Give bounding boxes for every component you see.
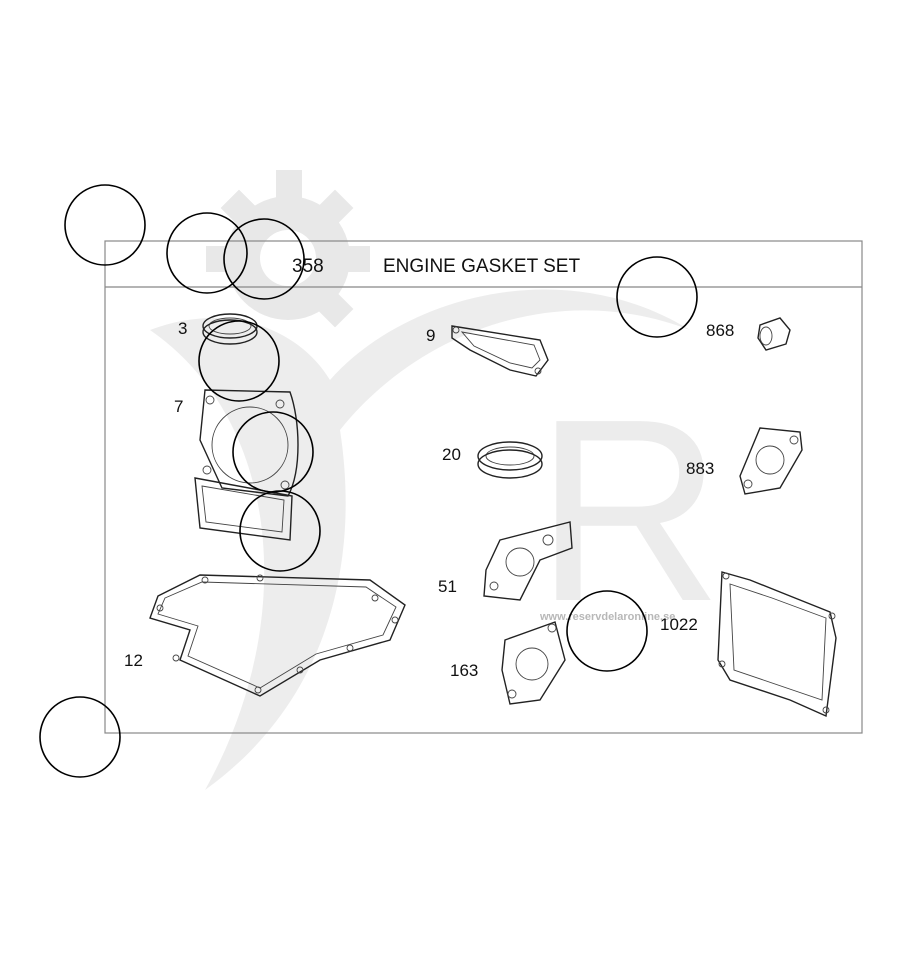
part-868-grommet <box>757 317 791 351</box>
annotation-circle <box>239 490 321 572</box>
part-label-12: 12 <box>124 651 143 670</box>
part-label-163: 163 <box>450 661 478 680</box>
annotation-circle <box>566 590 648 672</box>
annotation-circle <box>616 256 698 338</box>
part-883-gasket <box>739 427 803 495</box>
annotation-circle <box>198 320 280 402</box>
part-label-9: 9 <box>426 326 435 345</box>
part-12-crankcase-gasket <box>149 574 406 697</box>
part-label-3: 3 <box>178 319 187 338</box>
part-51-gasket <box>483 521 573 601</box>
diagram-frame <box>104 240 863 734</box>
part-9-gasket <box>451 325 549 377</box>
part-label-1022: 1022 <box>660 615 698 634</box>
watermark-url: www.reservdelaronline.se <box>539 611 675 623</box>
annotation-circle <box>64 184 146 266</box>
part-1022-rocker-gasket <box>717 571 837 718</box>
header-part-number: 358 <box>292 256 324 277</box>
part-label-51: 51 <box>438 577 457 596</box>
part-label-7: 7 <box>174 397 183 416</box>
part-label-20: 20 <box>442 445 461 464</box>
part-label-883: 883 <box>686 459 714 478</box>
watermark: R www.reservdelaronline.se <box>150 170 723 790</box>
part-163-gasket <box>501 621 566 705</box>
annotation-circle <box>223 218 305 300</box>
annotation-circle <box>166 212 248 294</box>
watermark-letter: R <box>535 366 723 656</box>
watermark-swoosh <box>150 289 690 790</box>
part-20-oil-seal <box>477 441 543 479</box>
gear-icon <box>206 170 370 328</box>
annotation-circle <box>39 696 121 778</box>
annotation-circles <box>39 184 698 778</box>
part-label-868: 868 <box>706 321 734 340</box>
header-title: ENGINE GASKET SET <box>383 256 580 277</box>
